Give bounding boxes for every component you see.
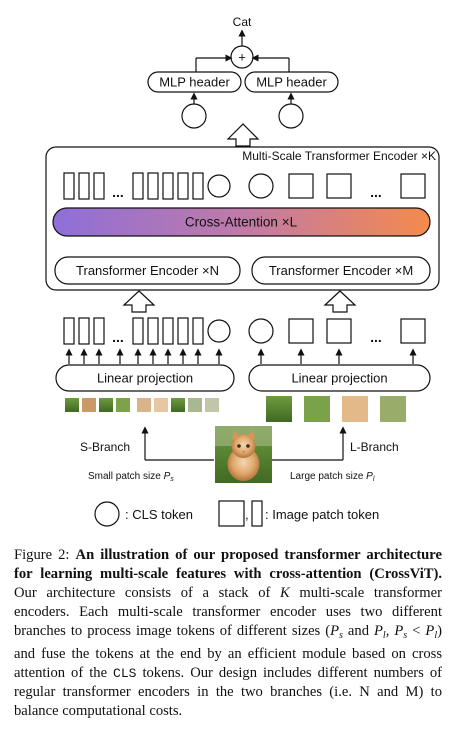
small-patch-token [192, 172, 204, 200]
ellipsis-large-top: ... [370, 184, 382, 200]
encoder-output-arrow [226, 123, 260, 147]
mlp-header-right [244, 71, 339, 93]
linear-projection-large [248, 364, 431, 392]
small-patch-token [63, 317, 75, 345]
large-patch-token [400, 173, 426, 199]
encoder-token-row [63, 172, 426, 200]
small-patch-token [162, 317, 174, 345]
l-branch-label: L-Branch [350, 440, 399, 454]
cls-token-large [248, 318, 274, 344]
cls-token-large [248, 173, 274, 199]
small-patch-token [192, 317, 204, 345]
caption-bold-title: An illustration of our proposed transfor… [14, 547, 442, 582]
large-patch-token [326, 173, 352, 199]
s-branch-label: S-Branch [80, 440, 130, 454]
ellipsis-small-bottom: ... [112, 329, 124, 345]
linear-projection-large-label: Linear projection [291, 371, 387, 386]
projection-arrows [65, 348, 417, 364]
linear-projection-small [55, 364, 235, 392]
small-patch-token [147, 172, 159, 200]
large-patch-token [288, 173, 314, 199]
small-patch-token [78, 317, 90, 345]
large-patch-size-label: Large patch size Pl [290, 471, 375, 483]
large-patch-token [326, 318, 352, 344]
cross-attention-label: Cross-Attention ×L [185, 215, 298, 230]
small-patch-token [93, 172, 105, 200]
transformer-encoder-large [251, 256, 431, 285]
small-patch-token [177, 317, 189, 345]
transformer-encoder-small [54, 256, 241, 285]
output-label: Cat [233, 15, 252, 29]
small-patch-token [63, 172, 75, 200]
mlp-header-left-label: MLP header [159, 75, 230, 90]
small-patch-token [162, 172, 174, 200]
small-patch-token [93, 317, 105, 345]
crossvit-diagram: Cat + MLP header MLP header Multi-Scale … [45, 15, 440, 527]
cls-token-small [207, 174, 231, 198]
small-patch-token [132, 172, 144, 200]
cls-token-out-small [181, 103, 207, 129]
cls-token-small [207, 319, 231, 343]
input-token-row [63, 317, 426, 345]
plus-symbol: + [238, 50, 246, 65]
transformer-encoder-small-label: Transformer Encoder ×N [76, 263, 219, 278]
input-arrow-large [323, 290, 357, 313]
ellipsis-small-top: ... [112, 184, 124, 200]
cross-attention-bar [52, 207, 431, 237]
figure-caption: Figure 2: An illustration of our propose… [14, 547, 442, 719]
small-patch-token [132, 317, 144, 345]
small-patch-strip [65, 398, 219, 412]
small-patch-token [147, 317, 159, 345]
cat-image [215, 426, 272, 483]
small-patch-token [78, 172, 90, 200]
large-patch-strip [266, 396, 406, 422]
linear-projection-small-label: Linear projection [97, 371, 193, 386]
encoder-title: Multi-Scale Transformer Encoder ×K [242, 149, 436, 163]
legend-cls-label: : CLS token [125, 507, 193, 522]
input-arrow-small [122, 290, 156, 313]
legend-patch-label: : Image patch token [265, 507, 379, 522]
transformer-encoder-large-label: Transformer Encoder ×M [269, 263, 413, 278]
large-patch-token [400, 318, 426, 344]
cls-token-out-large [278, 103, 304, 129]
caption-figure-number: Figure 2: [14, 547, 76, 563]
legend-small-patch-icon [251, 500, 263, 527]
legend-cls-icon [94, 501, 120, 527]
mlp-header-left [147, 71, 242, 93]
legend-comma: , [245, 507, 249, 522]
small-patch-token [177, 172, 189, 200]
large-patch-token [288, 318, 314, 344]
ellipsis-large-bottom: ... [370, 329, 382, 345]
legend-large-patch-icon [218, 500, 245, 527]
small-patch-size-label: Small patch size Ps [88, 471, 174, 483]
mlp-header-right-label: MLP header [256, 75, 327, 90]
